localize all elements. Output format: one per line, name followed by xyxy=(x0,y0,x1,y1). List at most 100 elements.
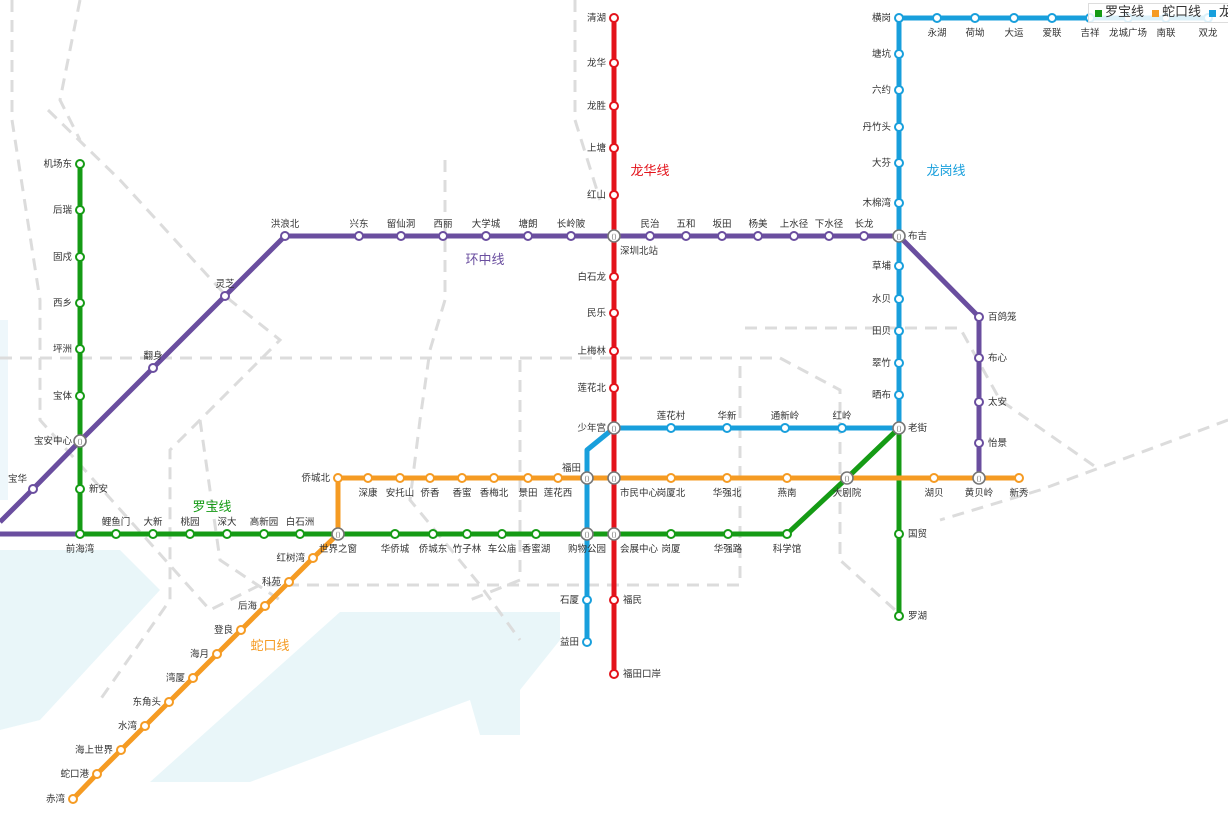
station-label[interactable]: 登良 xyxy=(214,624,234,636)
station-label[interactable]: 翠竹 xyxy=(872,357,892,369)
station-circle-icon[interactable] xyxy=(609,101,619,111)
station-circle-icon[interactable] xyxy=(75,252,85,262)
station-circle-icon[interactable] xyxy=(666,529,676,539)
station-label[interactable]: 新安 xyxy=(89,483,108,495)
station-label[interactable]: 世界之窗 xyxy=(319,543,357,555)
station-label[interactable]: 民治 xyxy=(640,218,659,230)
station-circle-icon[interactable] xyxy=(116,745,126,755)
station-circle-icon[interactable] xyxy=(531,529,541,539)
station-label[interactable]: 大运 xyxy=(1004,27,1024,39)
station-label[interactable]: 机场东 xyxy=(43,158,72,170)
station-label[interactable]: 西乡 xyxy=(53,298,72,309)
station-circle-icon[interactable] xyxy=(609,272,619,282)
interchange-station-icon[interactable]: ⟨⟩ xyxy=(840,471,854,485)
station-circle-icon[interactable] xyxy=(894,158,904,168)
station-label[interactable]: 翻身 xyxy=(143,350,162,362)
huanzhong-line[interactable] xyxy=(0,233,982,524)
legend-item[interactable]: 龙 xyxy=(1209,4,1228,22)
station-label[interactable]: 侨城东 xyxy=(419,543,448,555)
station-circle-icon[interactable] xyxy=(894,611,904,621)
station-circle-icon[interactable] xyxy=(308,553,318,563)
station-circle-icon[interactable] xyxy=(609,58,619,68)
station-circle-icon[interactable] xyxy=(75,298,85,308)
station-circle-icon[interactable] xyxy=(75,391,85,401)
interchange-station-icon[interactable]: ⟨⟩ xyxy=(580,527,594,541)
station-label[interactable]: 华侨城 xyxy=(381,543,410,555)
station-circle-icon[interactable] xyxy=(363,473,373,483)
station-circle-icon[interactable] xyxy=(609,308,619,318)
station-circle-icon[interactable] xyxy=(789,231,799,241)
station-circle-icon[interactable] xyxy=(75,484,85,494)
station-label[interactable]: 深大 xyxy=(217,516,237,528)
station-label[interactable]: 清湖 xyxy=(587,12,606,24)
station-label[interactable]: 宝安中心 xyxy=(34,435,73,447)
station-label[interactable]: 前海湾 xyxy=(66,543,95,555)
station-circle-icon[interactable] xyxy=(782,529,792,539)
interchange-station-icon[interactable]: ⟨⟩ xyxy=(580,471,594,485)
station-circle-icon[interactable] xyxy=(681,231,691,241)
station-circle-icon[interactable] xyxy=(929,473,939,483)
station-label[interactable]: 荷坳 xyxy=(965,27,984,39)
station-label[interactable]: 深康 xyxy=(358,487,378,499)
station-label[interactable]: 丹竹头 xyxy=(862,121,891,133)
interchange-station-icon[interactable]: ⟨⟩ xyxy=(607,421,621,435)
station-circle-icon[interactable] xyxy=(609,595,619,605)
station-label[interactable]: 福田口岸 xyxy=(623,668,662,680)
station-label[interactable]: 岗厦北 xyxy=(657,488,686,499)
station-circle-icon[interactable] xyxy=(68,794,78,804)
station-label[interactable]: 长岭陂 xyxy=(557,218,586,230)
station-circle-icon[interactable] xyxy=(523,473,533,483)
station-label[interactable]: 六约 xyxy=(872,84,891,96)
station-label[interactable]: 东角头 xyxy=(132,696,161,708)
station-label[interactable]: 红山 xyxy=(587,189,606,201)
station-label[interactable]: 华强路 xyxy=(714,543,743,555)
station-label[interactable]: 华新 xyxy=(717,410,737,422)
station-label[interactable]: 红岭 xyxy=(832,410,852,422)
station-label[interactable]: 塘坑 xyxy=(872,48,892,60)
station-circle-icon[interactable] xyxy=(582,637,592,647)
station-label[interactable]: 西丽 xyxy=(433,219,452,230)
station-circle-icon[interactable] xyxy=(395,473,405,483)
legend-item[interactable]: 蛇口线 xyxy=(1152,4,1201,22)
station-label[interactable]: 草埔 xyxy=(872,260,892,272)
station-label[interactable]: 上塘 xyxy=(587,142,607,154)
station-label[interactable]: 塘朗 xyxy=(518,218,537,230)
station-label[interactable]: 永湖 xyxy=(927,27,946,39)
station-circle-icon[interactable] xyxy=(280,231,290,241)
station-label[interactable]: 怡景 xyxy=(988,437,1007,449)
station-label[interactable]: 大剧院 xyxy=(833,487,862,499)
station-circle-icon[interactable] xyxy=(1047,13,1057,23)
station-circle-icon[interactable] xyxy=(894,529,904,539)
station-label[interactable]: 桃园 xyxy=(180,516,199,528)
station-label[interactable]: 侨城北 xyxy=(301,472,330,484)
station-label[interactable]: 燕南 xyxy=(777,487,796,499)
station-label[interactable]: 湾厦 xyxy=(166,672,186,684)
station-label[interactable]: 科学馆 xyxy=(773,543,802,555)
station-label[interactable]: 新秀 xyxy=(1009,487,1029,499)
station-label[interactable]: 晒布 xyxy=(872,389,891,401)
station-circle-icon[interactable] xyxy=(396,231,406,241)
station-label[interactable]: 木棉湾 xyxy=(862,197,891,209)
station-circle-icon[interactable] xyxy=(333,473,343,483)
station-label[interactable]: 洪浪北 xyxy=(271,218,300,230)
station-circle-icon[interactable] xyxy=(222,529,232,539)
station-label[interactable]: 老街 xyxy=(908,422,928,434)
station-circle-icon[interactable] xyxy=(974,397,984,407)
station-circle-icon[interactable] xyxy=(894,198,904,208)
station-circle-icon[interactable] xyxy=(894,13,904,23)
station-circle-icon[interactable] xyxy=(722,423,732,433)
station-circle-icon[interactable] xyxy=(1014,473,1024,483)
station-circle-icon[interactable] xyxy=(894,85,904,95)
station-label[interactable]: 侨香 xyxy=(420,487,440,499)
station-circle-icon[interactable] xyxy=(970,13,980,23)
station-label[interactable]: 莲花西 xyxy=(544,487,573,499)
station-circle-icon[interactable] xyxy=(425,473,435,483)
station-circle-icon[interactable] xyxy=(188,673,198,683)
station-circle-icon[interactable] xyxy=(582,595,592,605)
station-label[interactable]: 留仙洞 xyxy=(387,218,416,230)
station-circle-icon[interactable] xyxy=(645,231,655,241)
interchange-station-icon[interactable]: ⟨⟩ xyxy=(607,471,621,485)
station-circle-icon[interactable] xyxy=(837,423,847,433)
station-label[interactable]: 龙城广场 xyxy=(1109,27,1147,39)
station-label[interactable]: 爱联 xyxy=(1042,27,1062,39)
